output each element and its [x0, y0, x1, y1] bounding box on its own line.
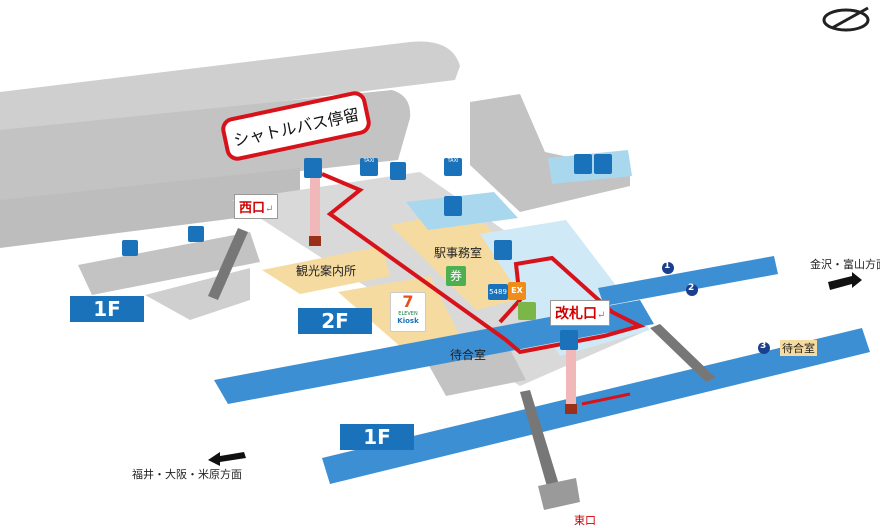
track-number-3: 3 — [760, 341, 767, 351]
toilet-icon-2 — [574, 154, 592, 174]
ticket-gate-label: 改札口 — [555, 306, 597, 322]
kiosk-brand-text: ELEVEN — [398, 311, 418, 317]
track-marker-2 — [686, 284, 698, 296]
elevator-shaft-east — [566, 346, 576, 410]
track-marker-3 — [758, 342, 770, 354]
east-stairs — [520, 390, 560, 490]
kiosk-sub-text: Kiosk — [397, 317, 419, 325]
platform-lower-left — [214, 300, 654, 404]
walking-route — [321, 172, 646, 355]
waiting-room-label: 待合室 — [450, 348, 487, 362]
bus-icon — [122, 240, 138, 256]
elevator-shaft-west — [310, 178, 320, 244]
track-marker-1 — [662, 262, 674, 274]
taxi-icon: TAXI — [360, 158, 378, 176]
floor-label-1f-upper: 1F — [70, 296, 144, 322]
tourist-info-area — [262, 246, 390, 294]
platform-stairs — [650, 324, 716, 382]
platform-waiting-room-label: 待合室 — [780, 340, 817, 356]
compass-icon — [822, 6, 870, 32]
ic-card-icon: 5489 — [488, 284, 508, 300]
exit-arrow-icon-west — [208, 452, 246, 466]
elevator-car-west — [309, 236, 321, 246]
floor-label-2f: 2F — [298, 308, 372, 334]
direction-fukui-label: 福井・大阪・米原方面 — [132, 468, 242, 481]
west-exit-box: 西口↵ — [234, 194, 279, 219]
taxi-icon-2: TAXI — [444, 158, 462, 176]
elevator-icon — [304, 158, 322, 178]
platform-upper-right — [598, 256, 778, 306]
platform-bottom — [322, 328, 870, 484]
tourist-info-label: 観光案内所 — [296, 264, 357, 278]
bus-terminal — [0, 168, 300, 248]
west-plaza — [78, 232, 260, 295]
green-window-icon — [518, 302, 536, 320]
elevator-icon-3 — [560, 330, 578, 350]
road-top — [0, 41, 460, 136]
kiosk-logo-icon: 7 ELEVEN Kiosk — [390, 292, 426, 332]
floor-label-1f-lower: 1F — [340, 424, 414, 450]
ticket-icon: 券 — [446, 266, 466, 286]
ex-icon: EX — [508, 282, 526, 300]
track-number-1: 1 — [664, 261, 671, 271]
return-mark-gate: ↵ — [597, 310, 606, 321]
exit-arrow-icon — [828, 272, 862, 290]
east-exit-label: 東口 — [574, 514, 596, 527]
toilet-icon — [444, 196, 462, 216]
track-number-2: 2 — [688, 283, 695, 293]
station-office-label: 駅事務室 — [434, 246, 483, 260]
road-right — [470, 94, 630, 212]
bus-icon-2 — [188, 226, 204, 242]
return-mark: ↵ — [265, 204, 274, 215]
ticket-gate-box: 改札口↵ — [550, 300, 611, 326]
elevator-car-east — [565, 404, 577, 414]
accessible-icon — [594, 154, 612, 174]
east-exit-plaza — [538, 478, 580, 510]
parking-icon — [390, 162, 406, 180]
elevator-icon-2 — [494, 240, 512, 260]
route-east — [581, 392, 631, 406]
restroom-block — [406, 192, 518, 230]
direction-kanazawa-label: 金沢・富山方面 — [810, 258, 880, 271]
west-stairs — [208, 228, 248, 300]
west-exit-label: 西口 — [239, 201, 266, 216]
